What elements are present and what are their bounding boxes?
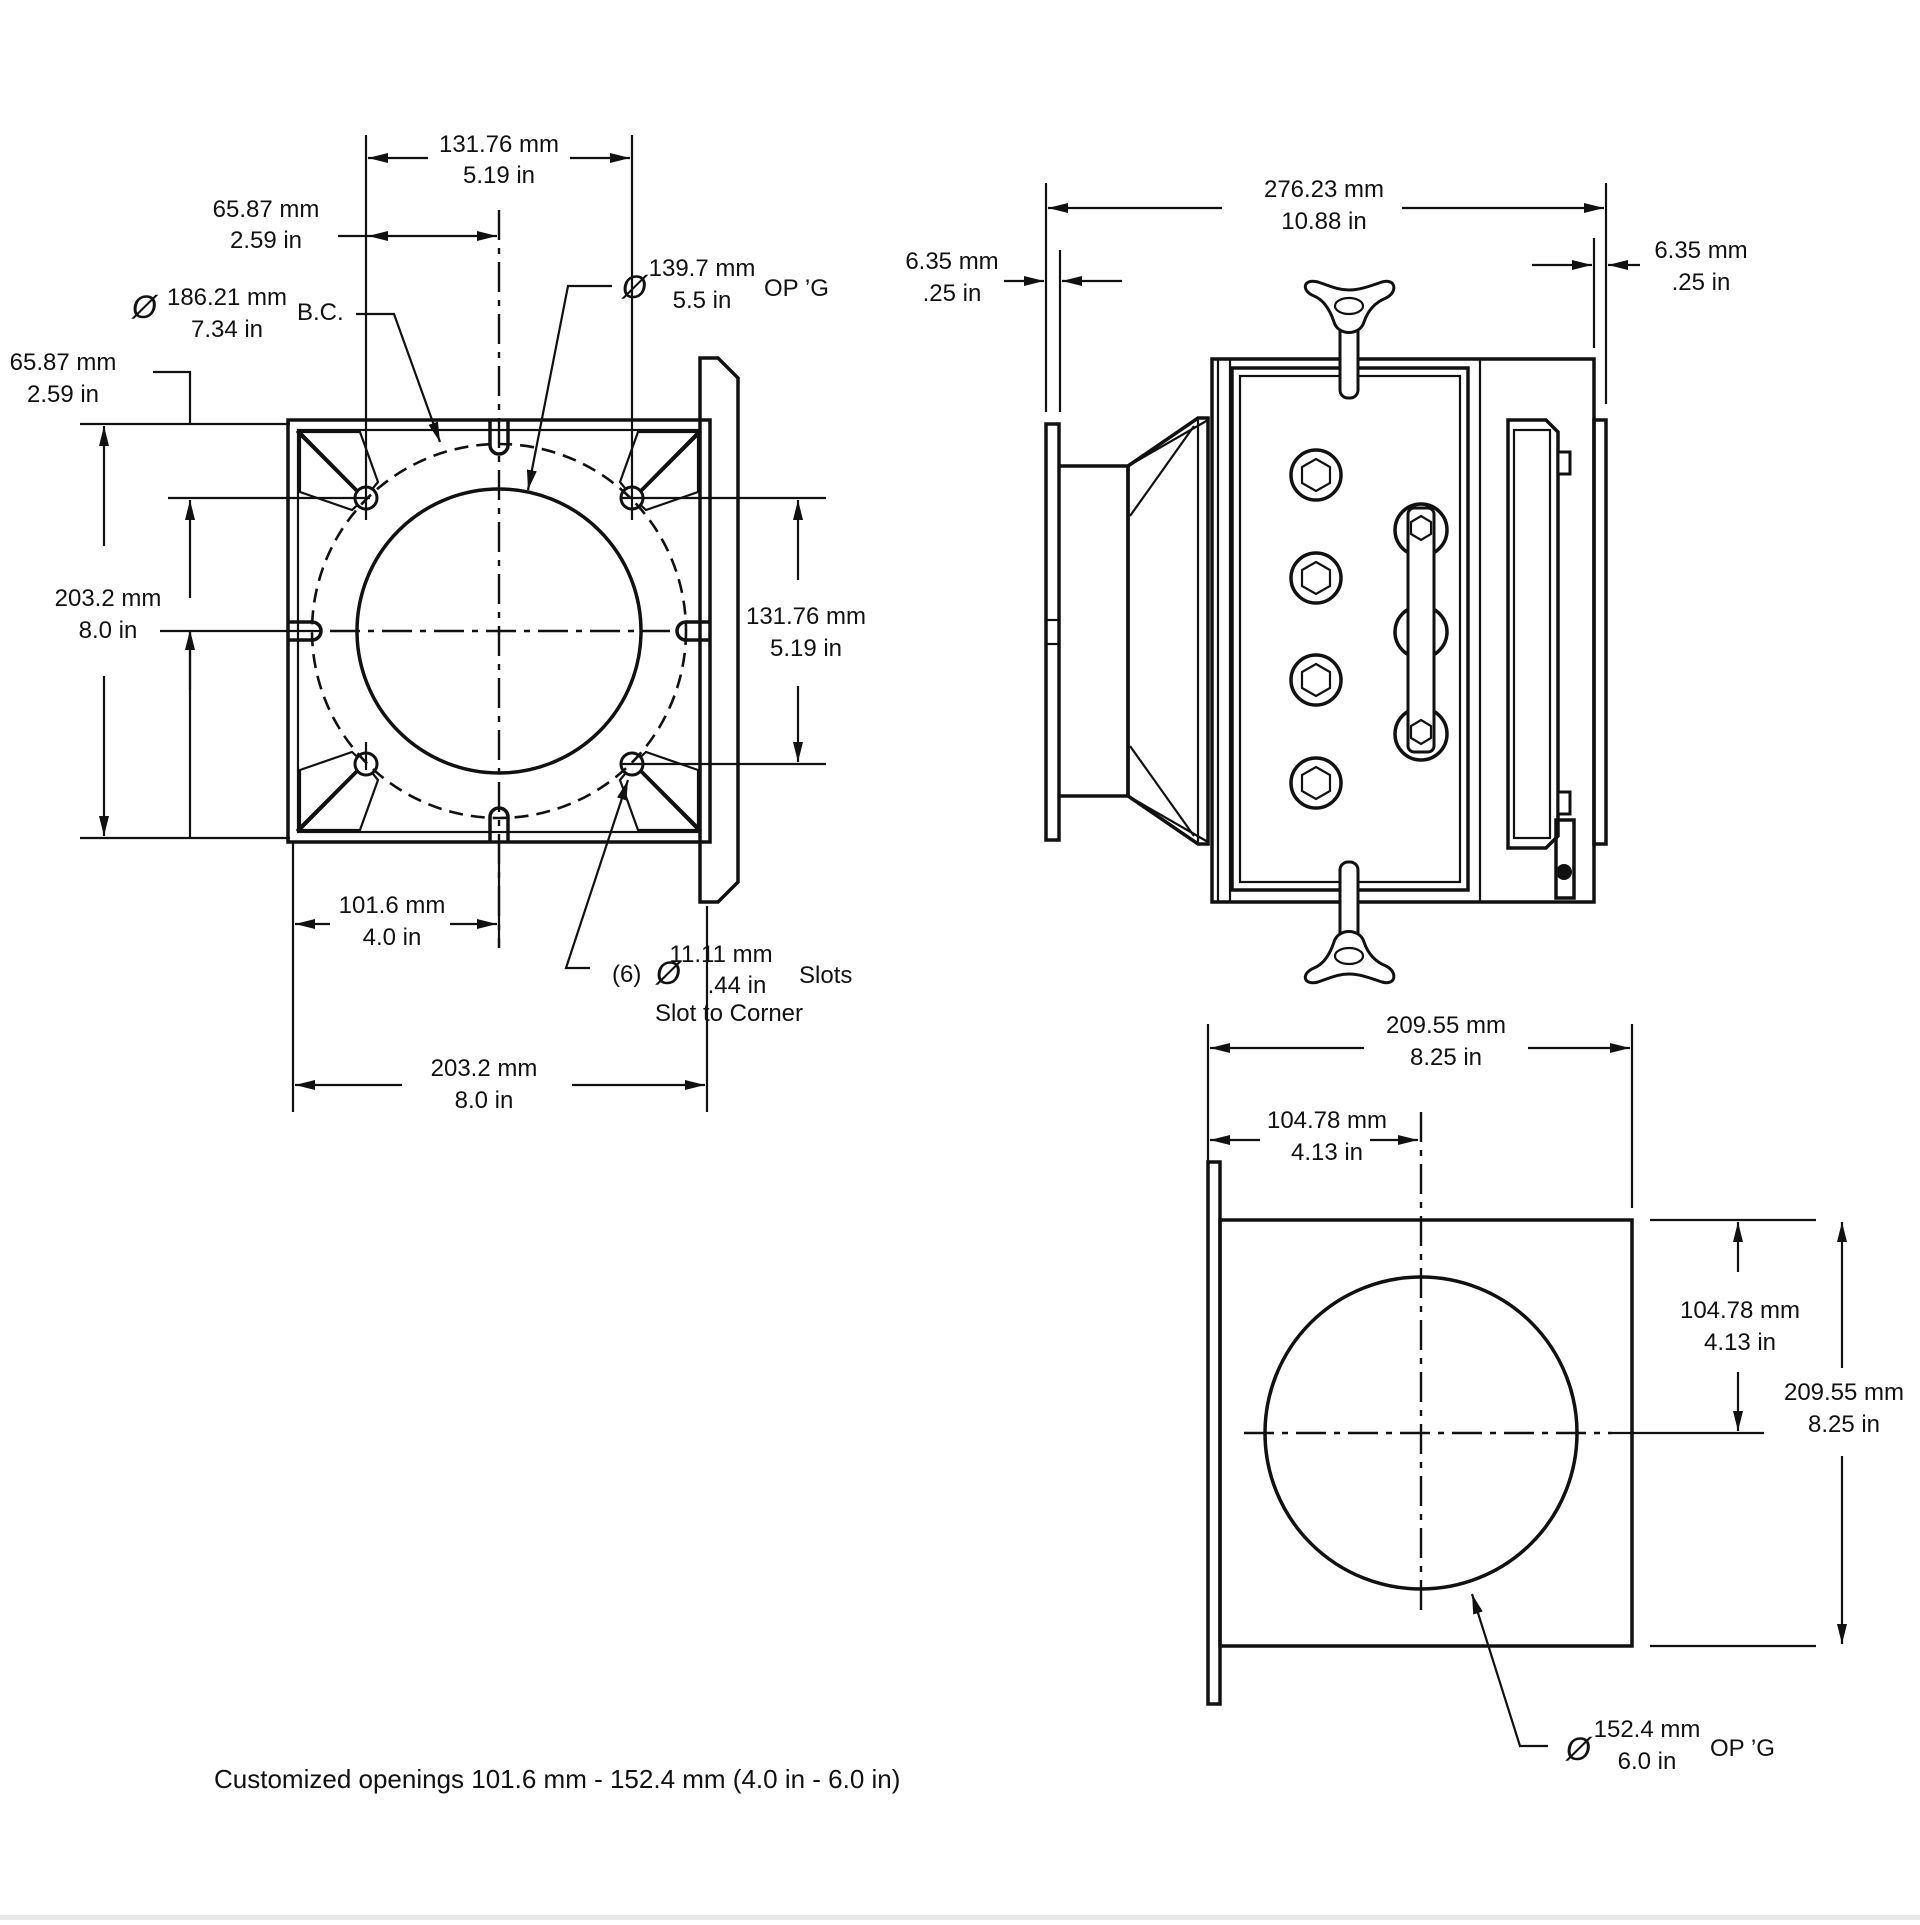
- front-half-dim-in: 2.59 in: [230, 227, 302, 254]
- side-right-flange-mm: 6.35 mm: [1654, 237, 1747, 264]
- bottom-width-dim-mm: 203.2 mm: [431, 1055, 538, 1082]
- front-opening-symbol: Ø: [621, 269, 649, 305]
- top-wing-knob: [1303, 279, 1396, 400]
- left-height-dim-mm: 203.2 mm: [55, 585, 162, 612]
- rear-opening-mm: 152.4 mm: [1594, 1716, 1701, 1743]
- bolt-circle-symbol: Ø: [131, 289, 159, 325]
- rear-opening-in: 6.0 in: [1618, 1748, 1677, 1775]
- side-view: 276.23 mm 10.88 in 6.35 mm .25 in 6.35 m…: [905, 176, 1748, 985]
- footnote: Customized openings 101.6 mm - 152.4 mm …: [214, 1764, 900, 1794]
- bolt-circle-in: 7.34 in: [191, 316, 263, 343]
- front-view: 131.76 mm 5.19 in 65.87 mm 2.59 in Ø 186…: [10, 131, 866, 1114]
- slots-count: (6): [612, 961, 641, 988]
- slots-mm: 11.11 mm: [669, 941, 772, 968]
- side-overall-dim-in: 10.88 in: [1281, 208, 1366, 235]
- left-top-dim-mm: 65.87 mm: [10, 349, 117, 376]
- front-opening-suffix: OP ’G: [764, 275, 829, 302]
- rear-height-dim-mm: 209.55 mm: [1784, 1379, 1904, 1406]
- bottom-strip: [0, 1915, 1920, 1920]
- side-left-flange-in: .25 in: [923, 280, 982, 307]
- bolt-circle-suffix: B.C.: [297, 299, 344, 326]
- bottom-half-dim-in: 4.0 in: [363, 924, 422, 951]
- right-height-dim-in: 5.19 in: [770, 635, 842, 662]
- bolt-circle-mm: 186.21 mm: [167, 284, 287, 311]
- door-handle: [1393, 502, 1449, 762]
- front-half-dim-mm: 65.87 mm: [213, 196, 320, 223]
- inlet-tube: [1059, 464, 1130, 798]
- rear-half-width-in: 4.13 in: [1291, 1139, 1363, 1166]
- front-top-dim-in: 5.19 in: [463, 162, 535, 189]
- slots-in: .44 in: [708, 972, 767, 999]
- bottom-width-dim-in: 8.0 in: [455, 1087, 514, 1114]
- inlet-flange: [1044, 422, 1061, 842]
- side-right-flange-in: .25 in: [1672, 269, 1731, 296]
- end-plate: [1592, 418, 1608, 846]
- transition-cone: [1126, 416, 1210, 846]
- rear-flange: [1206, 1160, 1222, 1706]
- front-opening-mm: 139.7 mm: [649, 255, 756, 282]
- side-overall-dim-mm: 276.23 mm: [1264, 176, 1384, 203]
- rear-width-dim-mm: 209.55 mm: [1386, 1012, 1506, 1039]
- latch-box: [1506, 418, 1576, 900]
- rear-opening-suffix: OP ’G: [1710, 1735, 1775, 1762]
- housing-body: [1210, 357, 1596, 904]
- front-top-dim-mm: 131.76 mm: [439, 131, 559, 158]
- slots-suffix: Slots: [799, 962, 852, 989]
- bottom-wing-knob: [1303, 860, 1396, 985]
- rear-width-dim-in: 8.25 in: [1410, 1044, 1482, 1071]
- left-height-dim-in: 8.0 in: [79, 617, 138, 644]
- slots-note: Slot to Corner: [655, 1000, 803, 1027]
- left-top-dim-in: 2.59 in: [27, 381, 99, 408]
- right-height-dim-mm: 131.76 mm: [746, 603, 866, 630]
- bottom-half-dim-mm: 101.6 mm: [339, 892, 446, 919]
- rear-opening-symbol: Ø: [1565, 1731, 1593, 1767]
- front-flange-plate: [698, 356, 740, 904]
- hex-bolts: [1289, 448, 1343, 810]
- rear-height-dim-in: 8.25 in: [1808, 1411, 1880, 1438]
- rear-half-height-mm: 104.78 mm: [1680, 1297, 1800, 1324]
- front-opening-in: 5.5 in: [673, 287, 732, 314]
- rear-half-height-in: 4.13 in: [1704, 1329, 1776, 1356]
- rear-view: 209.55 mm 8.25 in 104.78 mm 4.13 in 104.…: [1206, 1012, 1904, 1775]
- slots-symbol: Ø: [655, 955, 683, 991]
- rear-half-width-mm: 104.78 mm: [1267, 1107, 1387, 1134]
- side-left-flange-mm: 6.35 mm: [905, 248, 998, 275]
